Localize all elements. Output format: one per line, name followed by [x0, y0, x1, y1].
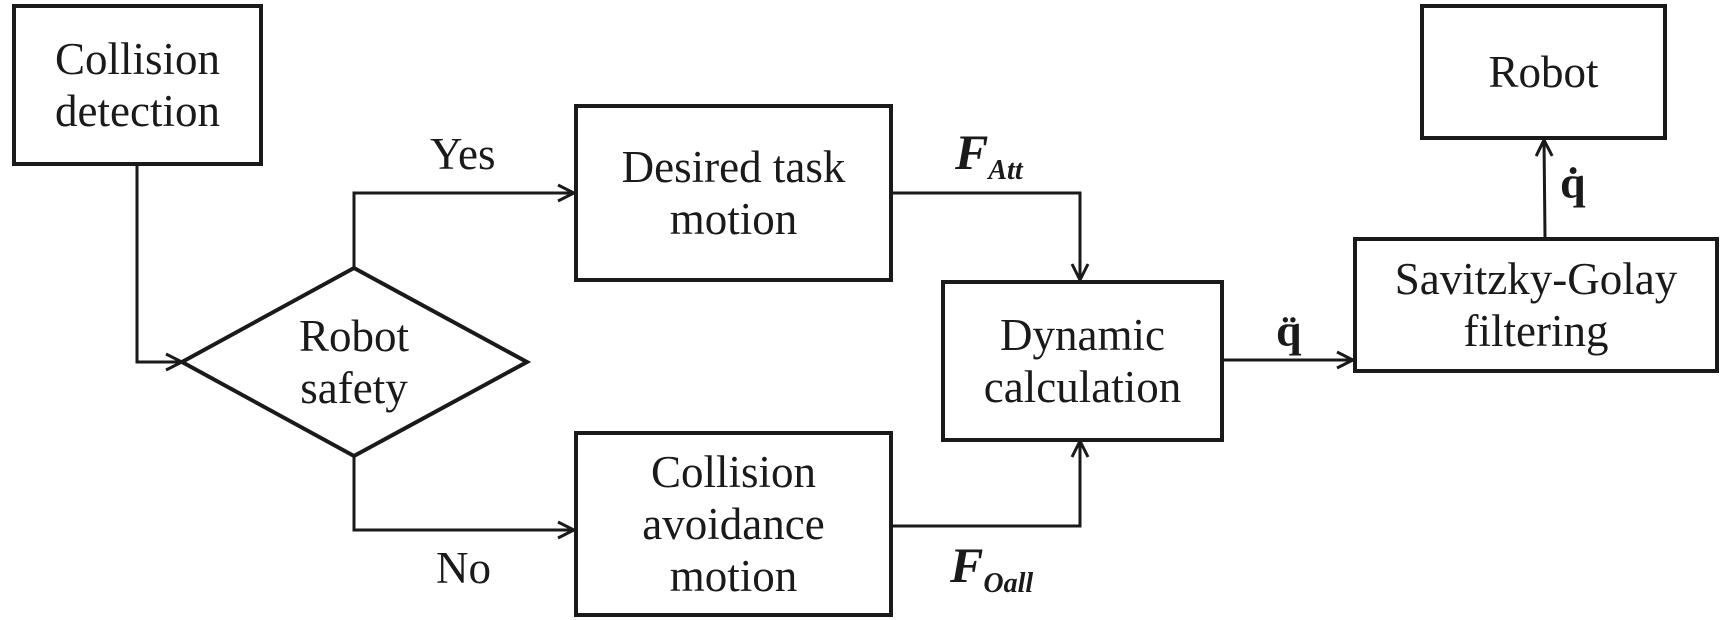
edge-detection-to-safety: [135, 164, 182, 362]
q-ddot-label: q̈: [1276, 305, 1302, 356]
force-symbol: F: [950, 537, 984, 593]
dynamic-calculation-box: Dynamic calculation: [941, 280, 1224, 442]
node-text: filtering: [1463, 306, 1609, 356]
no-label: No: [436, 543, 491, 593]
f-oall-label: FOall: [950, 540, 1033, 598]
edge-no: [352, 456, 574, 530]
node-text: Robot: [1488, 47, 1599, 97]
f-att-label: FAtt: [955, 127, 1023, 185]
force-symbol: F: [955, 124, 989, 180]
edge-f-att: [893, 191, 1080, 280]
force-subscript: Oall: [983, 568, 1034, 599]
node-text: Desired task: [621, 142, 846, 192]
collision-avoidance-motion-box: Collision avoidance motion: [574, 431, 893, 617]
node-text: calculation: [983, 362, 1182, 412]
node-text: safety: [300, 363, 408, 413]
force-subscript: Att: [988, 155, 1023, 186]
edge-q-dot: [1544, 140, 1545, 238]
desired-task-motion-box: Desired task motion: [574, 104, 893, 282]
q-dot-label: q̇: [1560, 157, 1586, 208]
node-text: Savitzky-Golay: [1394, 254, 1678, 304]
edge-f-oall: [893, 441, 1080, 528]
yes-label: Yes: [430, 129, 496, 179]
node-text: Collision: [650, 447, 817, 497]
node-text: Dynamic: [1000, 310, 1165, 360]
node-text: motion: [669, 551, 798, 601]
node-text: motion: [669, 194, 798, 244]
node-text: detection: [55, 86, 220, 136]
robot-box: Robot: [1420, 4, 1667, 140]
robot-safety-label: Robot safety: [254, 310, 454, 414]
node-text: Robot: [298, 311, 410, 361]
collision-detection-box: Collision detection: [12, 4, 263, 166]
node-text: Collision: [54, 34, 221, 84]
edge-yes: [352, 193, 574, 268]
savitzky-golay-box: Savitzky-Golay filtering: [1353, 237, 1719, 373]
node-text: avoidance: [642, 499, 825, 549]
